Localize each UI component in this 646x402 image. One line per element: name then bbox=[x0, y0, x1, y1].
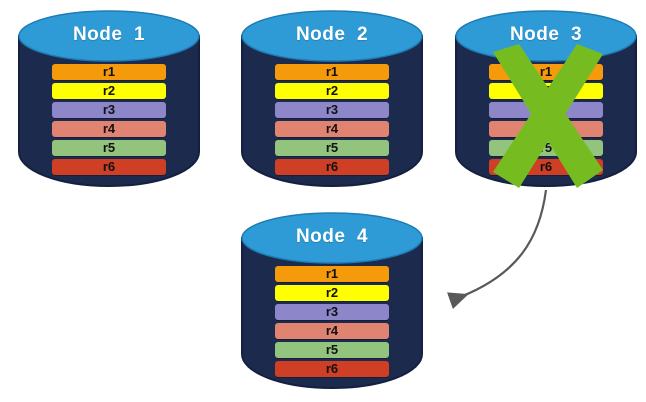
arrow-curve bbox=[446, 189, 548, 310]
row-bar[interactable]: r4 bbox=[52, 121, 166, 137]
row-bar[interactable]: r6 bbox=[275, 361, 389, 377]
row-bar[interactable]: r3 bbox=[275, 304, 389, 320]
node-label: Node 4 bbox=[295, 226, 369, 247]
row-bar[interactable]: r3 bbox=[489, 102, 603, 118]
cylinder-top-cap bbox=[241, 212, 423, 264]
row-bar[interactable]: r3 bbox=[275, 102, 389, 118]
row-bar[interactable]: r4 bbox=[275, 323, 389, 339]
node-label: Node 3 bbox=[509, 24, 583, 45]
row-bar[interactable]: r6 bbox=[275, 159, 389, 175]
row-bar[interactable]: r5 bbox=[52, 140, 166, 156]
node-cylinder-2[interactable]: Node 2 r1 r2 r3 r4 r5 r6 bbox=[241, 10, 423, 187]
node-label: Node 1 bbox=[72, 24, 146, 45]
row-bar[interactable]: r2 bbox=[52, 83, 166, 99]
row-bar[interactable]: r1 bbox=[489, 64, 603, 80]
cylinder-top-cap bbox=[241, 10, 423, 62]
row-bar[interactable]: r4 bbox=[489, 121, 603, 137]
row-bar[interactable]: r2 bbox=[275, 285, 389, 301]
row-bar[interactable]: r1 bbox=[275, 266, 389, 282]
node-cylinder-4[interactable]: Node 4 r1 r2 r3 r4 r5 r6 bbox=[241, 212, 423, 389]
row-bar[interactable]: r5 bbox=[275, 140, 389, 156]
row-bar[interactable]: r2 bbox=[275, 83, 389, 99]
row-bar[interactable]: r6 bbox=[489, 159, 603, 175]
row-bar[interactable]: r3 bbox=[52, 102, 166, 118]
row-list: r1 r2 r3 r4 r5 r6 bbox=[455, 64, 637, 175]
row-bar[interactable]: r1 bbox=[52, 64, 166, 80]
cylinder-top-cap bbox=[18, 10, 200, 62]
node-cylinder-3[interactable]: Node 3 r1 r2 r3 r4 r5 r6 bbox=[455, 10, 637, 187]
row-bar[interactable]: r4 bbox=[275, 121, 389, 137]
row-bar[interactable]: r5 bbox=[275, 342, 389, 358]
row-bar[interactable]: r2 bbox=[489, 83, 603, 99]
row-bar[interactable]: r5 bbox=[489, 140, 603, 156]
row-list: r1 r2 r3 r4 r5 r6 bbox=[18, 64, 200, 175]
node-label: Node 2 bbox=[295, 24, 369, 45]
row-bar[interactable]: r6 bbox=[52, 159, 166, 175]
node-cylinder-1[interactable]: Node 1 r1 r2 r3 r4 r5 r6 bbox=[18, 10, 200, 187]
row-list: r1 r2 r3 r4 r5 r6 bbox=[241, 64, 423, 175]
row-bar[interactable]: r1 bbox=[275, 64, 389, 80]
row-list: r1 r2 r3 r4 r5 r6 bbox=[241, 266, 423, 377]
